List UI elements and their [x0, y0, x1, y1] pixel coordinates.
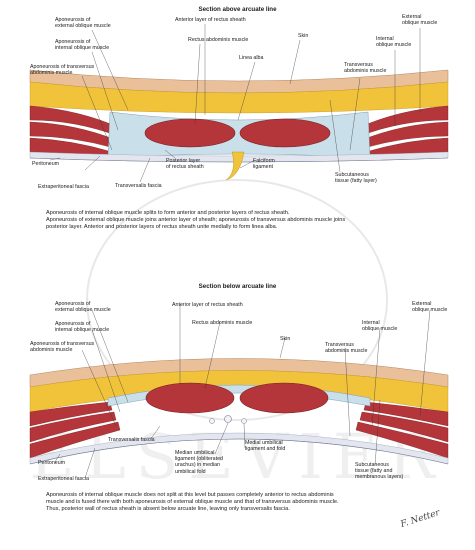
top-caption: Aponeurosis of internal oblique muscle s… — [46, 210, 436, 230]
left-rectus-abdominis — [144, 118, 236, 148]
bottom-cross-section-illustration — [29, 304, 449, 479]
medial-umbilical-right — [241, 418, 247, 424]
label-transversus-bottom: Transversus abdominis muscle — [325, 342, 368, 355]
label-aponeurosis-transversus-bottom: Aponeurosis of transversus abdominis mus… — [30, 341, 95, 354]
right-external-oblique — [363, 401, 449, 427]
medial-umbilical-left — [209, 418, 215, 424]
label-medial-umbilical-bottom: Medial umbilical ligament and fold — [245, 440, 286, 453]
label-aponeurosis-external-oblique-bottom: Aponeurosis of external oblique muscle — [55, 301, 111, 314]
falciform-ligament — [225, 151, 245, 181]
label-rectus-abdominis-bottom: Rectus abdominis muscle — [192, 320, 253, 326]
label-skin-bottom: Skin — [280, 336, 291, 342]
left-internal-oblique — [29, 411, 117, 443]
bottom-caption-line-1: Aponeurosis of internal oblique muscle d… — [46, 492, 334, 498]
label-internal-oblique-top: Internal oblique muscle — [376, 36, 412, 49]
label-skin-top: Skin — [298, 33, 309, 39]
label-extraperitoneal-bottom: Extraperitoneal fascia — [38, 476, 89, 482]
label-aponeurosis-internal-oblique-top: Aponeurosis of internal oblique muscle — [55, 39, 110, 52]
right-rectus-abdominis — [239, 118, 331, 148]
right-internal-oblique — [359, 411, 449, 443]
label-anterior-layer-bottom: Anterior layer of rectus sheath — [172, 302, 243, 308]
label-peritoneum-bottom: Peritoneum — [38, 460, 66, 466]
label-internal-oblique-bottom: Internal oblique muscle — [362, 320, 398, 333]
label-extraperitoneal-top: Extraperitoneal fascia — [38, 184, 89, 190]
peritoneum-line — [29, 438, 449, 465]
label-subcutaneous-top: Subcutaneous tissue (fatty layer) — [335, 172, 377, 185]
bottom-caption: Aponeurosis of internal oblique muscle d… — [46, 492, 436, 512]
label-anterior-layer-top: Anterior layer of rectus sheath — [175, 17, 246, 23]
left-rectus-abdominis — [145, 382, 235, 414]
label-external-oblique-top: External oblique muscle — [402, 14, 438, 27]
top-cross-section-illustration — [29, 24, 449, 183]
right-transversus — [355, 421, 449, 459]
median-umbilical-ligament — [224, 415, 232, 423]
label-subcutaneous-bottom: Subcutaneous tissue (fatty and membranou… — [355, 462, 404, 481]
bottom-caption-line-2: muscle and is fused there with both apon… — [46, 498, 339, 505]
label-transversalis-bottom: Transversalis fascia — [108, 437, 155, 443]
top-caption-line-1: Aponeurosis of internal oblique muscle s… — [46, 210, 290, 216]
label-linea-alba-top: Linea alba — [239, 55, 264, 61]
label-median-umbilical-bottom: Median umbilical ligament (obliterated u… — [175, 450, 223, 475]
top-caption-line-3: posterior layer. Anterior and posterior … — [46, 223, 278, 230]
label-aponeurosis-internal-oblique-bottom: Aponeurosis of internal oblique muscle — [55, 321, 110, 334]
label-peritoneum-top: Peritoneum — [32, 161, 60, 167]
label-posterior-layer-top: Posterior layer of rectus sheath — [166, 158, 204, 171]
label-aponeurosis-transversus-top: Aponeurosis of transversus abdominis mus… — [30, 64, 95, 77]
top-caption-line-2: Aponeurosis of external oblique muscle j… — [46, 216, 346, 223]
label-falciform-top: Falciform ligament — [253, 158, 275, 171]
label-aponeurosis-external-oblique-top: Aponeurosis of external oblique muscle — [55, 17, 111, 30]
left-external-oblique — [29, 401, 113, 427]
top-section-title: Section above arcuate line — [198, 6, 277, 13]
label-transversus-top: Transversus abdominis muscle — [344, 62, 387, 75]
right-rectus-abdominis — [239, 382, 329, 414]
left-transversus — [29, 421, 121, 459]
bottom-section-title: Section below arcuate line — [198, 283, 277, 290]
bottom-caption-line-3: Thus, posterior wall of rectus sheath is… — [46, 505, 290, 512]
label-external-oblique-bottom: External oblique muscle — [412, 301, 448, 314]
label-transversalis-top: Transversalis fascia — [115, 183, 162, 189]
label-rectus-abdominis-top: Rectus abdominis muscle — [188, 37, 249, 43]
